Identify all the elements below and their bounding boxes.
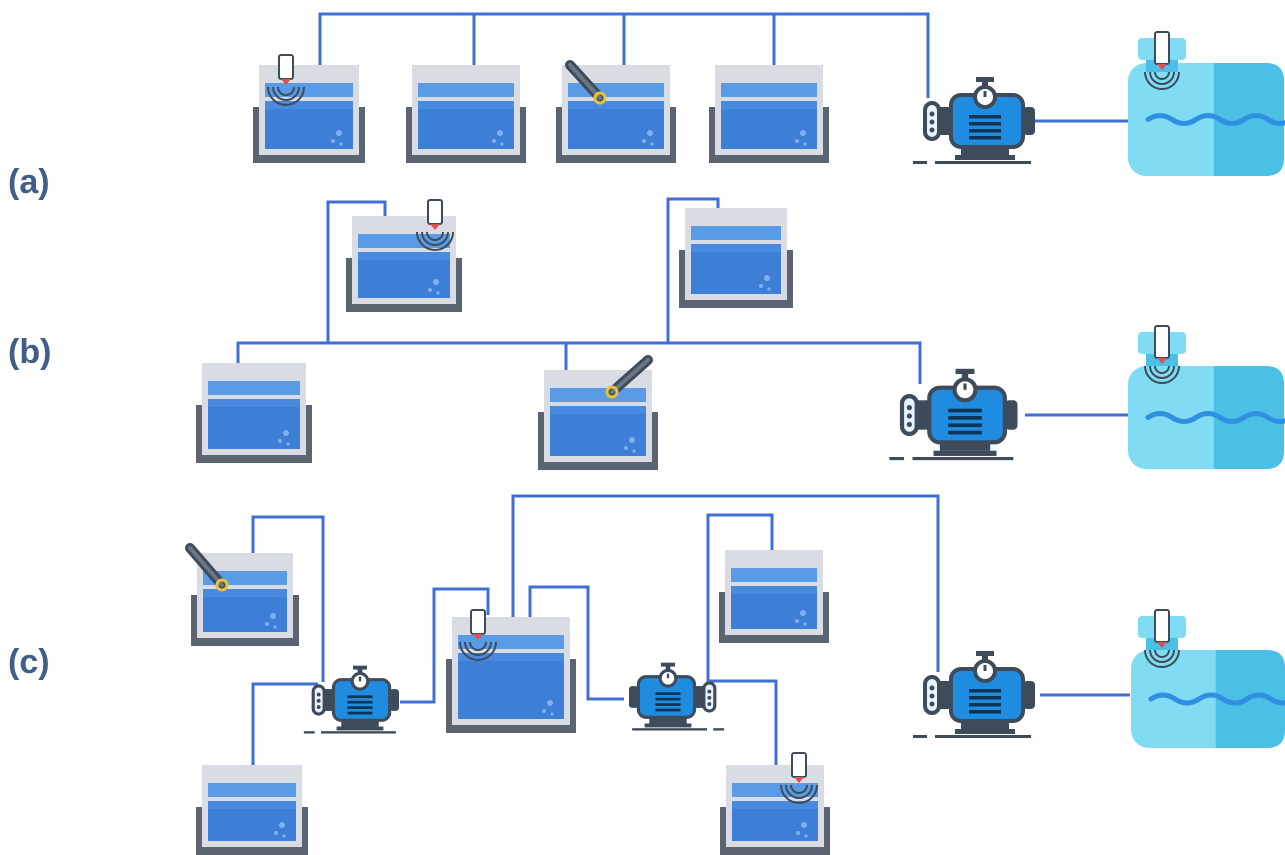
pipe-c-center-to-pump2 (528, 585, 624, 701)
reservoir-sensor-c (1138, 609, 1186, 668)
pipe-b-tank-upper-left (326, 200, 387, 343)
pump-a (913, 77, 1035, 164)
tank-a2 (406, 65, 526, 163)
reservoir-sensor-b (1138, 325, 1186, 384)
tank-b-middle (538, 370, 658, 470)
panel-label-b: (b) (8, 333, 52, 371)
level-sensor-c-center (459, 609, 497, 661)
tank-a4 (709, 65, 829, 163)
tank-a3 (556, 65, 676, 163)
ph-probe-b-middle (605, 355, 653, 399)
tank-layer (191, 65, 830, 855)
pump-c1 (303, 665, 399, 734)
tank-b-lower-left (196, 363, 312, 463)
panel-label-c: (c) (8, 643, 50, 681)
level-sensor-a1 (267, 54, 305, 106)
pipe-c-pump2-to-lower-right (708, 679, 778, 795)
pump-b (889, 368, 1018, 461)
pipe-c-bottom-left-tank (251, 682, 318, 790)
tank-b-upper-right (679, 208, 793, 308)
ph-probe-a3 (565, 60, 607, 105)
pump-c-main (913, 651, 1035, 738)
pipe-b-main (236, 341, 922, 384)
tank-c-lower-right (720, 765, 830, 855)
pipe-c-center-to-main-pump (511, 494, 940, 672)
pump-layer (303, 77, 1035, 738)
reservoir-a (1128, 63, 1285, 176)
tank-a1 (253, 65, 365, 163)
pipe-network (236, 12, 1130, 795)
pipe-c-pump2-to-upper-right (706, 513, 774, 694)
pipe-c-top-left-tank (251, 515, 325, 682)
reservoir-b (1128, 366, 1285, 469)
pump-c2 (629, 662, 725, 731)
tank-c-upper-right (719, 550, 829, 643)
sensor-layer (185, 31, 1186, 804)
panel-label-a: (a) (8, 163, 50, 201)
tank-b-upper-left (346, 216, 462, 312)
tank-c-top-left (191, 553, 299, 646)
level-sensor-b1 (416, 199, 454, 251)
reservoir-c (1131, 650, 1285, 748)
tank-c-bottom-left (196, 765, 308, 855)
level-sensor-c-lower-right (780, 752, 818, 804)
pipe-c-pump1-to-center (400, 587, 490, 704)
tank-c-center (446, 617, 576, 733)
reservoir-sensor-a (1138, 31, 1186, 90)
ph-probe-c-top-left (185, 543, 229, 592)
reservoir-layer (1128, 63, 1285, 748)
